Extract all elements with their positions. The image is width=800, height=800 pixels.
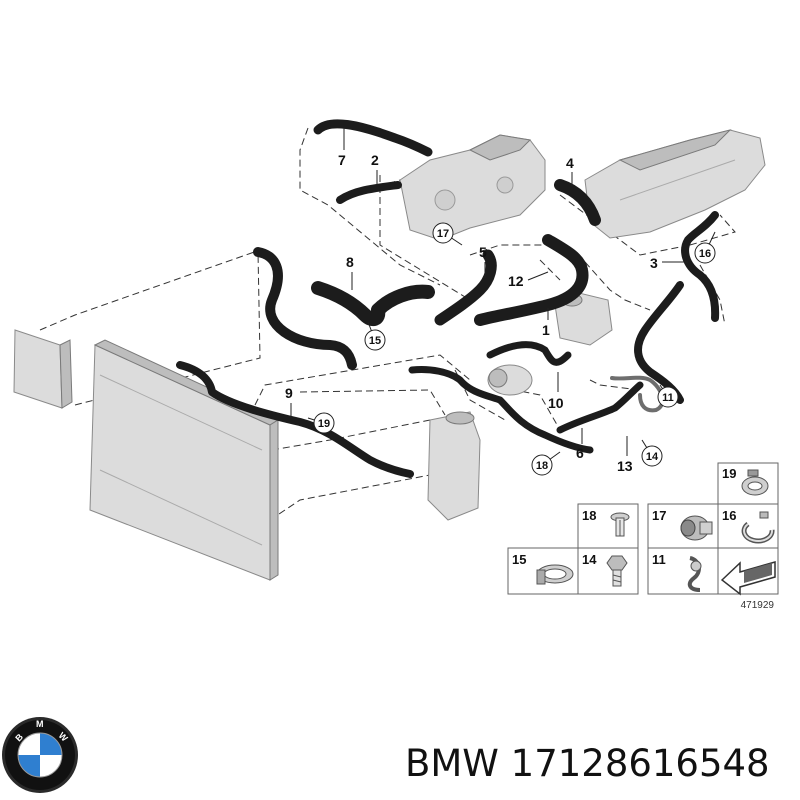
expansion-tank (427, 411, 481, 521)
callout-4: 4 (566, 155, 574, 171)
callout-12: 12 (508, 273, 524, 289)
callout-11: 11 (662, 392, 674, 404)
callout-7: 7 (338, 152, 346, 168)
callout-6: 6 (576, 445, 584, 461)
spring-clamp-icon (741, 511, 775, 544)
callout-10: 10 (548, 395, 564, 411)
coolant-hoses (176, 119, 720, 478)
legend-number-15: 15 (512, 552, 526, 567)
coolant-pump (487, 364, 533, 396)
part-caption: BMW 17128616548 (405, 742, 770, 785)
hose-holder-icon (687, 556, 702, 592)
radiator (89, 339, 280, 581)
callout-5: 5 (479, 244, 487, 260)
push-rivet-icon (610, 512, 630, 537)
legend-number-16: 16 (722, 508, 736, 523)
callout-9: 9 (285, 385, 293, 401)
bmw-roundel-logo: B M W (2, 717, 78, 793)
hose-coupling-icon (680, 515, 713, 541)
legend-number-17: 17 (652, 508, 666, 523)
band-clamp-icon (536, 564, 574, 585)
callout-13: 13 (617, 458, 633, 474)
callout-8: 8 (346, 254, 354, 270)
arrow-plate-icon (720, 561, 776, 596)
legend-number-11: 11 (652, 552, 666, 567)
fasteners-legend: 19 18 17 16 15 14 11 (507, 462, 779, 611)
callout-3: 3 (650, 255, 658, 271)
auxiliary-radiator (13, 329, 73, 409)
callout-labels: 7 2 4 8 5 12 3 1 9 10 6 13 (285, 128, 688, 474)
legend-number-18: 18 (582, 508, 596, 523)
callout-17: 17 (437, 228, 449, 240)
callout-16: 16 (699, 248, 711, 260)
callout-14: 14 (646, 451, 659, 463)
svg-text:M: M (36, 719, 44, 729)
callout-2: 2 (371, 152, 379, 168)
hex-bolt-icon (606, 555, 628, 587)
diagram-reference-number: 471929 (741, 600, 775, 611)
legend-number-19: 19 (722, 466, 736, 481)
callout-1: 1 (542, 322, 550, 338)
legend-number-14: 14 (582, 552, 597, 567)
intake-manifold (584, 129, 766, 239)
callout-18: 18 (536, 460, 548, 472)
circled-callouts: 17 16 15 11 19 14 18 (307, 222, 716, 476)
hose-clamp-icon (741, 469, 769, 496)
callout-19: 19 (318, 418, 330, 430)
callout-15: 15 (369, 335, 381, 347)
engine-block (399, 134, 546, 241)
